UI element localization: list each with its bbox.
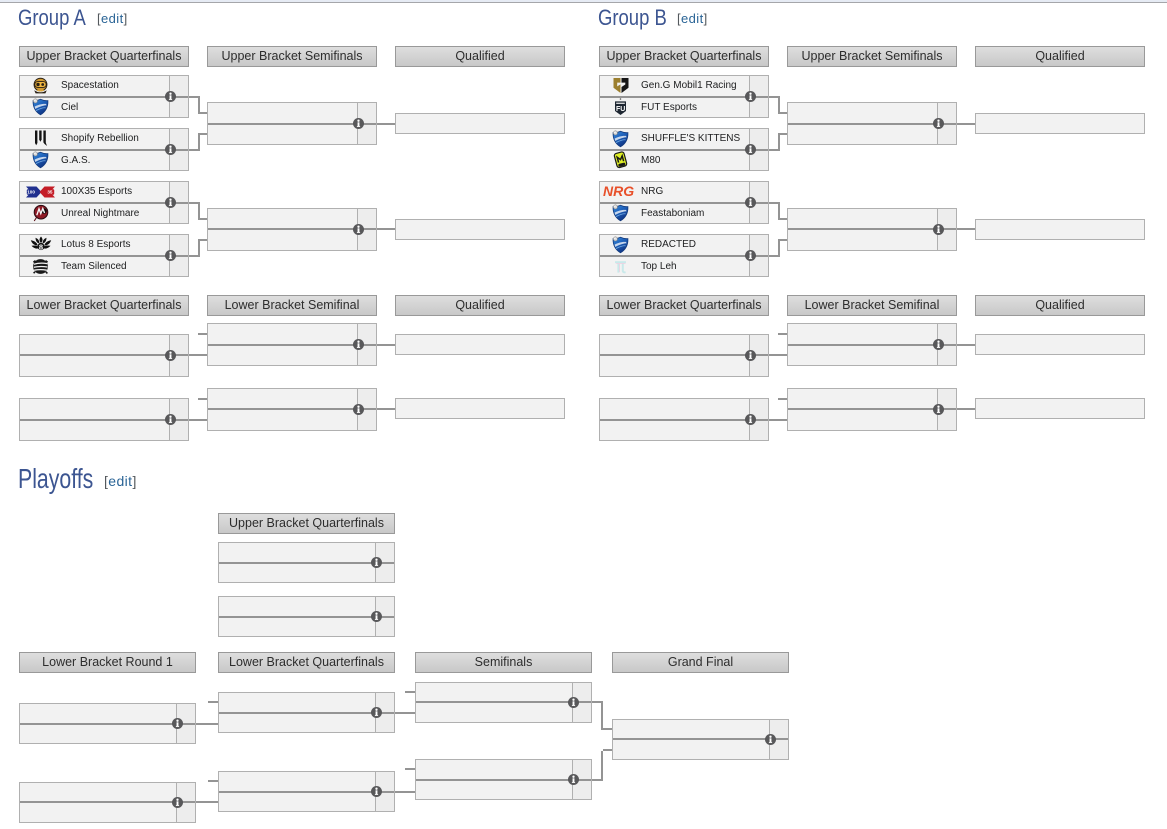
- svg-text:NRG: NRG: [603, 185, 634, 198]
- svg-text:35: 35: [47, 189, 53, 194]
- svg-text:8: 8: [38, 243, 42, 252]
- svg-text:100: 100: [27, 189, 35, 194]
- svg-text:FU: FU: [616, 106, 625, 113]
